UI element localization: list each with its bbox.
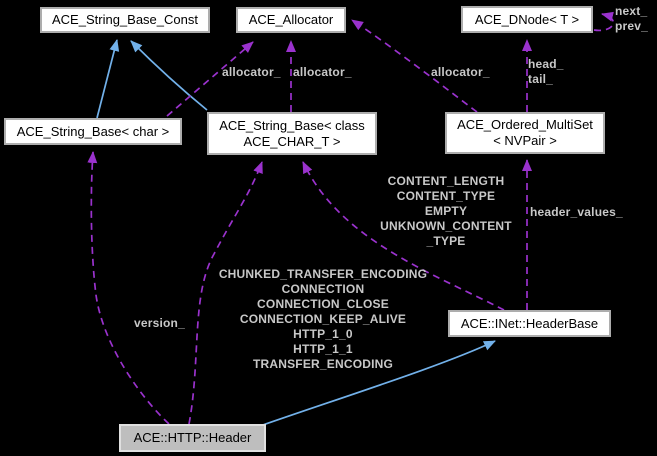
node-ace-http-header[interactable]: ACE::HTTP::Header bbox=[119, 424, 266, 452]
edge-http-header-to-inet-headerbase bbox=[259, 340, 496, 427]
edge-label-head-tail: head_ tail_ bbox=[528, 57, 564, 86]
node-ace-inet-headerbase[interactable]: ACE::INet::HeaderBase bbox=[448, 310, 611, 337]
node-ace-dnode[interactable]: ACE_DNode< T > bbox=[461, 6, 593, 33]
edge-ordered-multiset-to-allocator bbox=[351, 19, 478, 113]
edge-http-header-to-string-base-ace-char-t bbox=[188, 161, 263, 425]
edge-label-allocator-2: allocator_ bbox=[293, 65, 352, 79]
edge-string-base-char-to-string-base-const bbox=[96, 39, 120, 119]
edge-label-header-values: header_values_ bbox=[530, 205, 623, 219]
node-ace-string-base-ace-char-t[interactable]: ACE_String_Base< class ACE_CHAR_T > bbox=[207, 112, 377, 155]
node-ace-ordered-multiset[interactable]: ACE_Ordered_MultiSet < NVPair > bbox=[445, 112, 605, 154]
edge-label-content-constants: CONTENT_LENGTH CONTENT_TYPE EMPTY UNKNOW… bbox=[380, 174, 512, 248]
edge-string-base-char-to-allocator bbox=[166, 41, 254, 117]
edge-inet-headerbase-to-string-base-ace-char-t bbox=[302, 161, 505, 311]
edge-label-version: version_ bbox=[134, 316, 185, 330]
edge-label-next-prev: next_ prev_ bbox=[615, 4, 649, 33]
node-ace-allocator[interactable]: ACE_Allocator bbox=[236, 7, 346, 33]
edge-http-header-to-string-base-char bbox=[87, 151, 170, 425]
edge-dnode-self-loop bbox=[593, 11, 615, 32]
edge-label-allocator-1: allocator_ bbox=[222, 65, 281, 79]
edge-string-base-ace-char-t-to-string-base-const bbox=[130, 40, 208, 111]
node-ace-string-base-char[interactable]: ACE_String_Base< char > bbox=[4, 118, 182, 145]
node-ace-string-base-const[interactable]: ACE_String_Base_Const bbox=[40, 7, 210, 33]
edge-label-allocator-3: allocator_ bbox=[431, 65, 490, 79]
edge-label-http-constants: CHUNKED_TRANSFER_ENCODING CONNECTION CON… bbox=[218, 267, 428, 371]
